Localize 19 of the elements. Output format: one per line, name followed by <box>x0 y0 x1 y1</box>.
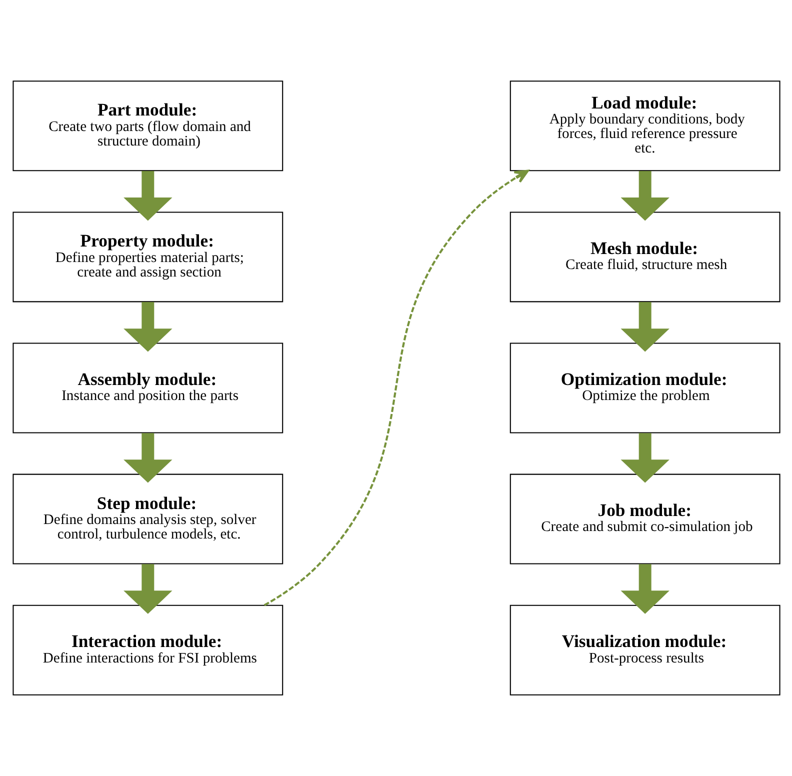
node-box: Part module: Create two parts (flow domain and structure domain) <box>12 80 283 172</box>
arrow <box>620 302 669 352</box>
node-box: Property module: Define properties material parts; create and assign section <box>12 212 283 302</box>
node-box: Load module: Apply boundary conditions, body forces, fluid reference pressure etc. <box>509 80 780 172</box>
arrow <box>123 302 172 352</box>
node-box: Visualization module: Post-process results <box>509 604 780 696</box>
arrow <box>263 170 528 606</box>
arrow <box>620 564 669 614</box>
node-box: Step module: Define domains analysis step, solver control, turbulence models, etc. <box>12 474 283 564</box>
arrow <box>620 433 669 483</box>
node-box: Optimization module: Optimize the problem <box>509 342 780 434</box>
arrow <box>123 564 172 614</box>
arrow <box>123 433 172 483</box>
arrow <box>123 170 172 221</box>
arrow <box>620 170 669 221</box>
node-box: Interaction module: Define interactions for FSI problems <box>12 604 283 696</box>
node-box: Assembly module: Instance and position the parts <box>12 342 283 434</box>
node-box: Mesh module: Create fluid, structure mesh <box>509 212 780 302</box>
node-box: Job module: Create and submit co-simulation job <box>509 474 780 564</box>
